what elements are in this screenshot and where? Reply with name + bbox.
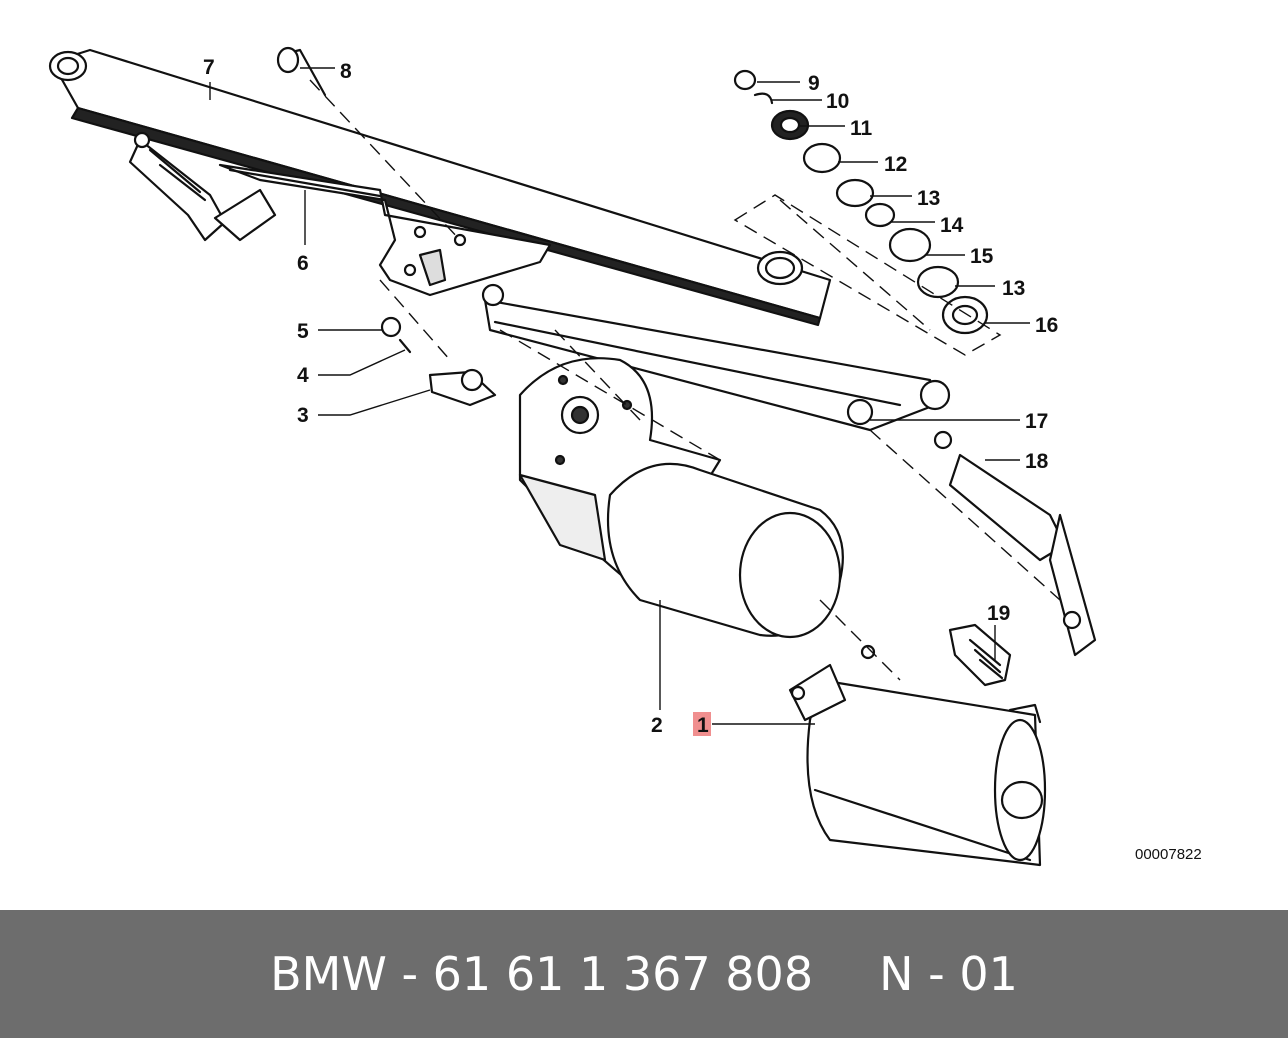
- callout-6: 6: [297, 252, 309, 275]
- electric-motor: [788, 644, 1047, 867]
- callout-16: 16: [1035, 314, 1058, 337]
- left-pivot-bearing: [128, 131, 277, 242]
- callout-2: 2: [651, 714, 663, 737]
- linkage-arm: [48, 48, 832, 327]
- position-text: N - 01: [879, 947, 1018, 1001]
- callout-8: 8: [340, 60, 352, 83]
- callout-14: 14: [940, 214, 964, 237]
- callout-leaders: [209, 67, 1030, 725]
- mounting-bracket: [218, 163, 552, 297]
- right-pivot-bearing: [933, 430, 1097, 657]
- callout-7: 7: [203, 56, 215, 79]
- callout-3: 3: [297, 404, 309, 427]
- callout-1: 1: [697, 714, 709, 737]
- cap-part-19: [948, 623, 1012, 687]
- callout-19: 19: [987, 602, 1010, 625]
- short-link-rod: [481, 283, 951, 432]
- callout-5: 5: [297, 320, 309, 343]
- small-fasteners: [276, 46, 497, 407]
- callout-13a: 13: [917, 187, 940, 210]
- callout-9: 9: [808, 72, 820, 95]
- highlight-marker-part-1: [693, 712, 711, 736]
- callout-4: 4: [297, 364, 309, 387]
- callout-10: 10: [826, 90, 849, 113]
- diagram-reference-number: 00007822: [1135, 846, 1202, 863]
- callout-17: 17: [1025, 410, 1048, 433]
- assembly-guide-lines: [309, 79, 1061, 681]
- callout-12: 12: [884, 153, 907, 176]
- part-number-footer: BMW - 61 61 1 367 808 N - 01: [0, 910, 1288, 1038]
- callout-15: 15: [970, 245, 994, 268]
- callout-18: 18: [1025, 450, 1049, 473]
- callout-11: 11: [850, 117, 873, 140]
- part-number-text: BMW - 61 61 1 367 808: [270, 947, 814, 1001]
- callout-13b: 13: [1002, 277, 1025, 300]
- wiper-motor-gearbox: [518, 357, 844, 639]
- parts-diagram: 1 2 3 4 5 6 7 8 9 10 11 12 13 14 15 13 1…: [48, 46, 1097, 867]
